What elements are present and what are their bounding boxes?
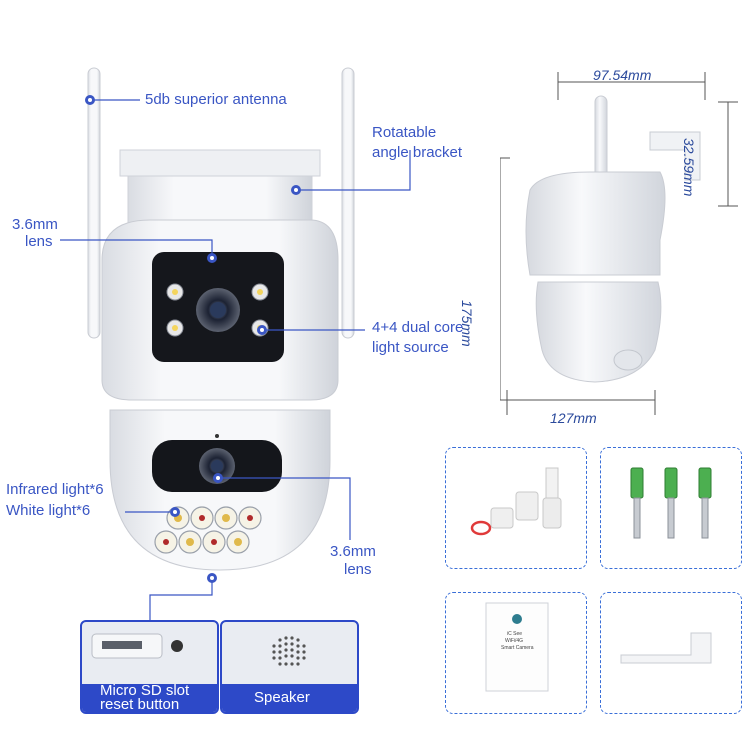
accessory-box-bracket <box>600 592 742 714</box>
infrared-callout: Infrared light*6 <box>6 481 104 498</box>
detail-sd-slot: Micro SD slot reset button <box>80 620 219 714</box>
sd-slot-label: Micro SD slot <box>100 682 190 699</box>
detail-speaker: Speaker <box>220 620 359 714</box>
light-callout-line2: light source <box>372 339 449 356</box>
dimension-bracket-height: 32.59mm <box>681 138 697 197</box>
white-light-callout: White light*6 <box>6 502 91 519</box>
screws-illustration <box>630 467 712 539</box>
bracket-illustration <box>620 632 712 664</box>
manual-title-line2: WiFi/4G <box>505 638 524 644</box>
accessory-box-screws-kit <box>445 447 587 569</box>
dimension-height: 175mm <box>459 300 475 347</box>
bracket-callout-line1: Rotatable <box>372 124 437 141</box>
manual-title-line1: iC See <box>507 631 523 637</box>
lens-top-callout-line2: lens <box>25 233 53 250</box>
accessory-box-screws <box>600 447 742 569</box>
sd-slot-illustration <box>91 633 183 659</box>
accessory-box-manual: iC See WiFi/4G Smart Camera <box>445 592 587 714</box>
camera-front-illustration <box>87 67 355 571</box>
light-callout-line1: 4+4 dual core <box>372 319 464 336</box>
lens-bottom-callout-line2: lens <box>344 561 372 578</box>
screws-kit-illustration <box>470 467 562 536</box>
dimension-width-top: 97.54mm <box>593 67 652 83</box>
manual-illustration <box>485 602 549 692</box>
camera-side-illustration <box>500 72 738 415</box>
sd-caption-band <box>82 684 217 712</box>
dimension-width-bottom: 127mm <box>550 410 597 426</box>
manual-title-line3: Smart Camera <box>501 645 534 651</box>
bracket-callout-line2: angle bracket <box>372 144 463 161</box>
lens-bottom-callout-line1: 3.6mm <box>330 543 376 560</box>
lens-top-callout-line1: 3.6mm <box>12 216 58 233</box>
speaker-grille-illustration <box>272 636 306 666</box>
speaker-label: Speaker <box>254 689 310 706</box>
reset-button-label: reset button <box>100 696 180 713</box>
antenna-callout: 5db superior antenna <box>145 91 287 108</box>
speaker-caption-band <box>222 684 357 712</box>
